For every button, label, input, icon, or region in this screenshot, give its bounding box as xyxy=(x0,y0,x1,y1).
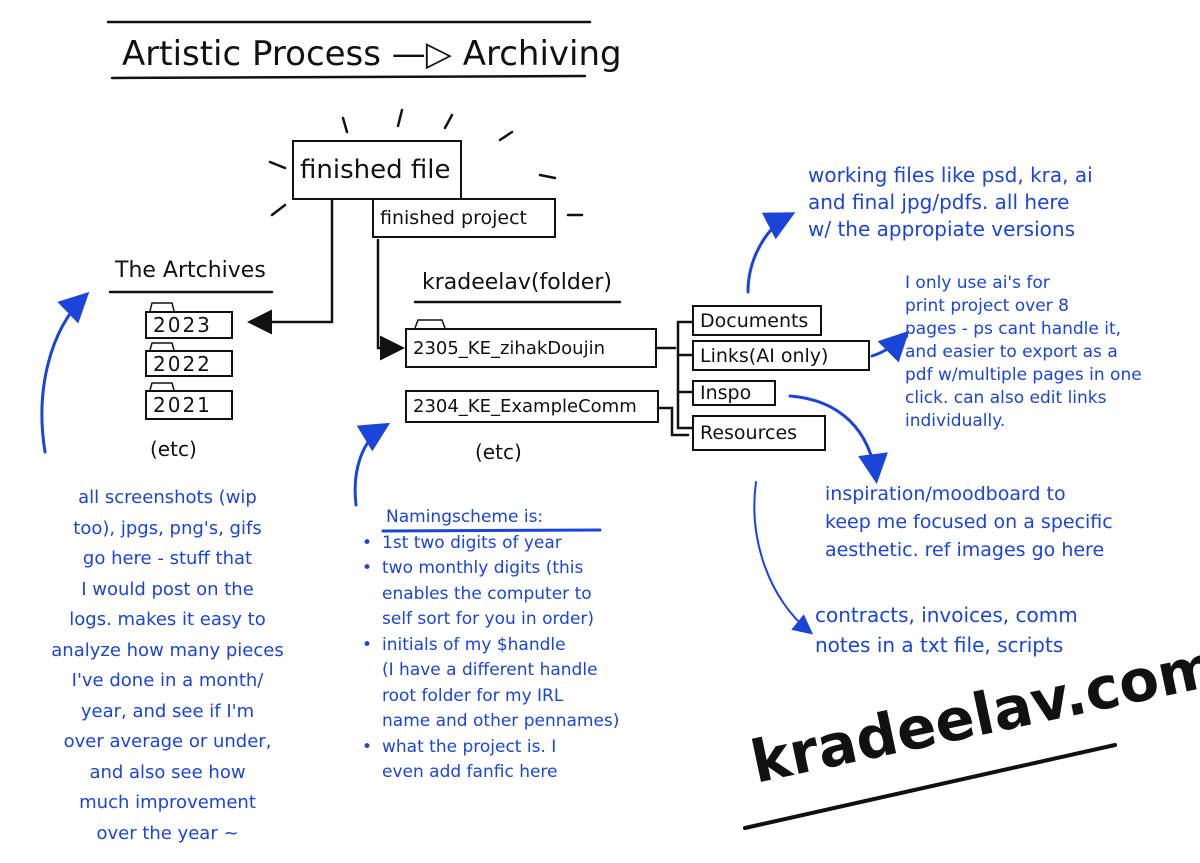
project-folder-2304: 2304_KE_ExampleComm xyxy=(405,390,659,423)
archive-folder-2021: 2021 xyxy=(145,390,233,420)
folder-tab-icon xyxy=(149,302,175,312)
subfolder-documents: Documents xyxy=(692,305,822,336)
page-title: Artistic Process —▷ Archiving xyxy=(122,34,622,74)
naming-item: initials of my $handle(I have a differen… xyxy=(362,633,619,735)
subfolder-bracket xyxy=(676,320,694,430)
subfolder-inspo: Inspo xyxy=(692,380,776,406)
arrow-documents-note xyxy=(746,212,796,294)
project-folder-2305: 2305_KE_zihakDoujin xyxy=(405,328,657,368)
archive-folder-2022: 2022 xyxy=(145,350,233,377)
naming-scheme-title: Namingscheme is: xyxy=(386,507,544,527)
finished-project-box: finished project xyxy=(372,198,556,238)
archives-label: The Artchives xyxy=(115,258,266,283)
title-underline xyxy=(110,74,587,80)
arrow-to-project-folder xyxy=(376,238,405,361)
archives-etc: (etc) xyxy=(150,437,197,461)
subfolder-links: Links(AI only) xyxy=(692,340,870,371)
arrow-inspo-note xyxy=(788,394,888,484)
folder-tab-icon xyxy=(414,319,446,329)
folder-tab-icon xyxy=(149,342,175,351)
signature-underline xyxy=(743,743,1117,830)
root-folder-label: kradeelav(folder) xyxy=(422,270,612,295)
arrow-resources-note xyxy=(753,481,814,635)
burst-rays-icon xyxy=(268,108,584,217)
folder-tab-icon xyxy=(149,382,175,391)
arrow-naming-note xyxy=(353,422,391,507)
naming-item: 1st two digits of year xyxy=(362,531,619,557)
subfolder-resources: Resources xyxy=(692,415,826,451)
arrow-links-note xyxy=(870,330,910,363)
arrow-to-archives xyxy=(247,198,334,335)
archive-folder-2023: 2023 xyxy=(145,311,233,339)
finished-file-box: finished file xyxy=(292,140,462,200)
projects-etc: (etc) xyxy=(475,440,522,464)
arrow-archives-note xyxy=(40,291,90,454)
naming-scheme-note: Namingscheme is: 1st two digits of year … xyxy=(362,505,619,786)
